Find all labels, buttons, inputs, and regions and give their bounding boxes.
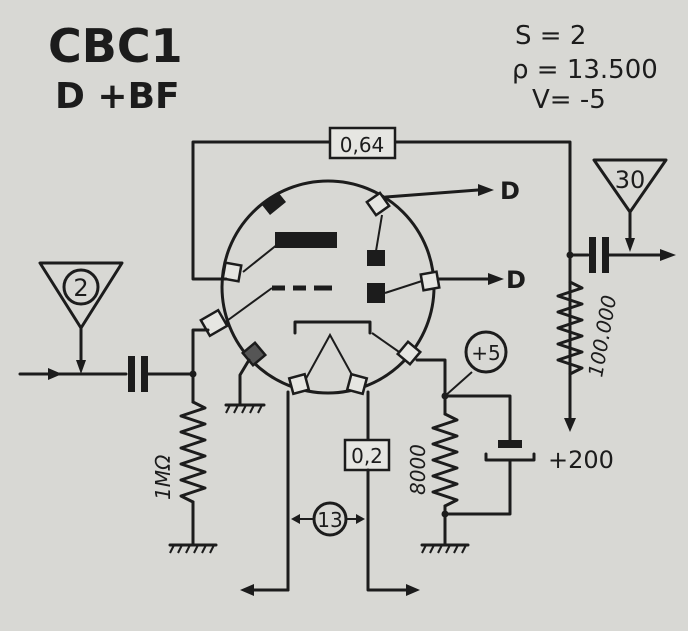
bypass-capacitor-plate xyxy=(498,440,522,448)
output-arrow xyxy=(660,249,676,261)
pin xyxy=(199,308,229,338)
arrow-head xyxy=(406,584,420,596)
heater-current-box xyxy=(343,438,391,472)
pin xyxy=(365,191,391,217)
cathode-wire xyxy=(415,358,447,398)
tube-name: CBC1 xyxy=(48,19,183,73)
param-v: V= -5 xyxy=(532,85,606,115)
ground-hatch xyxy=(169,544,215,554)
input-capacitor-plate xyxy=(141,356,148,392)
heater-filament xyxy=(302,332,358,385)
diode-out-2: D xyxy=(506,266,526,294)
diode-anode-1 xyxy=(367,250,385,266)
feedback-wire-left xyxy=(191,140,332,281)
tube-function: D +BF xyxy=(55,76,180,117)
probe-line xyxy=(444,371,473,397)
output-capacitor-plate xyxy=(589,237,596,273)
junction xyxy=(441,510,449,518)
output-gain: 30 xyxy=(615,166,646,194)
cathode-lead xyxy=(371,332,403,355)
arrow-head xyxy=(291,514,300,524)
ground-hatch xyxy=(225,404,263,414)
plate-resistor-value: 100.000 xyxy=(583,293,621,379)
arrow-head xyxy=(564,418,576,432)
shield-wire xyxy=(238,358,251,406)
arrow-head xyxy=(488,273,504,285)
cathode xyxy=(293,320,372,335)
input-capacitor-plate xyxy=(128,356,135,392)
arrow-head xyxy=(76,360,86,374)
arrow-head xyxy=(356,514,365,524)
param-s: S = 2 xyxy=(515,21,586,51)
grid-input-wire xyxy=(146,328,210,376)
diode-out-1: D xyxy=(500,177,520,205)
anode-lead xyxy=(242,243,279,273)
arrow-head xyxy=(240,584,254,596)
arrow-head xyxy=(478,184,494,196)
grid-resistor xyxy=(179,400,207,504)
anode-plate xyxy=(275,232,337,248)
arrow-head xyxy=(625,238,635,252)
pin-shield xyxy=(240,340,268,368)
diode-1-lead xyxy=(375,214,383,252)
input-gain: 2 xyxy=(73,274,88,302)
bypass-wire xyxy=(443,394,512,442)
cathode-resistor xyxy=(431,412,459,508)
heater-voltage: 13 xyxy=(317,508,342,532)
grid-lead xyxy=(223,287,273,324)
pin xyxy=(221,261,243,283)
diode-1-wire xyxy=(384,188,480,199)
supply-voltage: +200 xyxy=(548,446,614,474)
diode-anode-top xyxy=(262,192,286,215)
heater-voltage-circle xyxy=(312,501,348,537)
ground-hatch xyxy=(421,544,467,554)
input-gain-circle xyxy=(62,268,100,306)
feedback-wire-right xyxy=(393,140,572,422)
param-rho: ρ = 13.500 xyxy=(512,55,658,85)
output-gain-triangle xyxy=(592,158,668,214)
heater-out-right xyxy=(366,468,410,592)
pin xyxy=(287,372,311,396)
cathode-voltage-circle xyxy=(464,330,508,374)
pin xyxy=(419,270,441,292)
input-gain-triangle xyxy=(38,261,124,330)
diode-anode-2 xyxy=(367,283,385,303)
feedback-capacitor-box xyxy=(328,126,397,160)
pin xyxy=(395,339,423,367)
feedback-value: 0,64 xyxy=(340,133,385,157)
diode-2-lead xyxy=(384,280,423,294)
pin xyxy=(345,372,369,396)
grid-resistor-value: 1MΩ xyxy=(151,454,175,500)
output-capacitor-plate xyxy=(602,237,609,273)
bypass-return-wire xyxy=(443,458,512,516)
heater-current: 0,2 xyxy=(351,444,383,468)
cathode-resistor-value: 8000 xyxy=(406,444,430,495)
cathode-voltage: +5 xyxy=(471,341,500,365)
input-arrow xyxy=(48,368,62,380)
plate-resistor xyxy=(556,280,584,376)
